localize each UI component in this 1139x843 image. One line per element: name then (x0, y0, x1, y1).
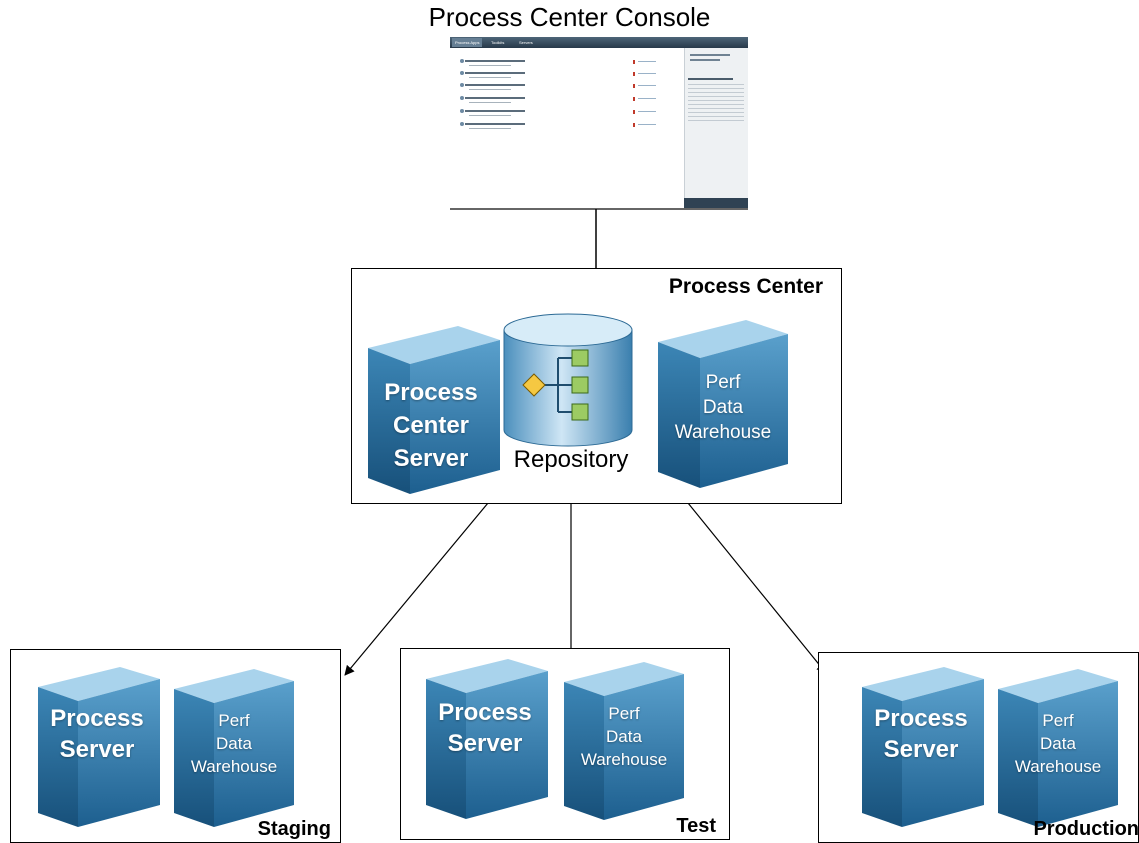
staging-warehouse-label: Perf Data Warehouse (172, 709, 296, 778)
warehouse-label-line: Warehouse (1014, 757, 1102, 776)
production-warehouse-label: Perf Data Warehouse (996, 709, 1120, 778)
server-label-line: Process (50, 705, 144, 732)
server-label-line: Server (447, 730, 523, 757)
repository-label: Repository (513, 446, 629, 473)
process-center-warehouse-label: Perf Data Warehouse (656, 370, 790, 445)
warehouse-label-line: Perf (1042, 711, 1074, 730)
warehouse-label-line: Perf (218, 711, 250, 730)
warehouse-label-line: Data (216, 734, 252, 753)
warehouse-label-line: Warehouse (190, 757, 278, 776)
test-warehouse-cube (564, 662, 684, 820)
server-label-line: Process (384, 379, 478, 406)
process-center-server-label: Process Center Server (366, 376, 496, 475)
test-server-cube (426, 659, 548, 819)
console-title: Process Center Console (428, 2, 711, 32)
staging-label: Staging (257, 818, 331, 840)
arrow-to-production (687, 502, 827, 674)
warehouse-label-line: Data (1040, 734, 1076, 753)
warehouse-label-line: Warehouse (580, 750, 668, 769)
test-label: Test (676, 815, 716, 837)
arrow-to-staging (344, 502, 489, 676)
staging-server-label: Process Server (36, 703, 158, 765)
console-tab-process-apps[interactable]: Process Apps (452, 38, 483, 47)
warehouse-label-line: Data (702, 397, 744, 418)
console-tab-toolkits[interactable]: Toolkits (491, 40, 505, 45)
console-screenshot: Process Apps Toolkits Servers IBM Proces… (450, 37, 748, 210)
server-label-line: Center (392, 412, 470, 439)
process-center-server-cube (368, 326, 500, 494)
console-tab-servers[interactable]: Servers (519, 40, 533, 45)
console-main-list (450, 48, 684, 208)
test-server-label: Process Server (424, 697, 546, 759)
test-warehouse-label: Perf Data Warehouse (562, 702, 686, 771)
warehouse-label-line: Warehouse (674, 422, 772, 443)
process-center-warehouse-cube (658, 320, 788, 488)
server-label-line: Server (59, 736, 135, 763)
console-topbar: Process Apps Toolkits Servers (450, 37, 748, 48)
server-label-line: Process (874, 705, 968, 732)
console-sidebar (684, 48, 748, 200)
warehouse-label-line: Perf (608, 704, 640, 723)
warehouse-label-line: Perf (705, 372, 741, 393)
console-footer: IBM Process Center (684, 198, 748, 208)
process-center-label: Process Center (668, 275, 823, 298)
production-warehouse-cube (998, 669, 1118, 827)
staging-warehouse-cube (174, 669, 294, 827)
server-label-line: Server (393, 445, 469, 472)
production-server-label: Process Server (860, 703, 982, 765)
server-label-line: Process (438, 699, 532, 726)
server-label-line: Server (883, 736, 959, 763)
production-label: Production (1033, 818, 1139, 840)
warehouse-label-line: Data (606, 727, 642, 746)
staging-server-cube (38, 667, 160, 827)
production-server-cube (862, 667, 984, 827)
repository-icon (503, 313, 633, 447)
